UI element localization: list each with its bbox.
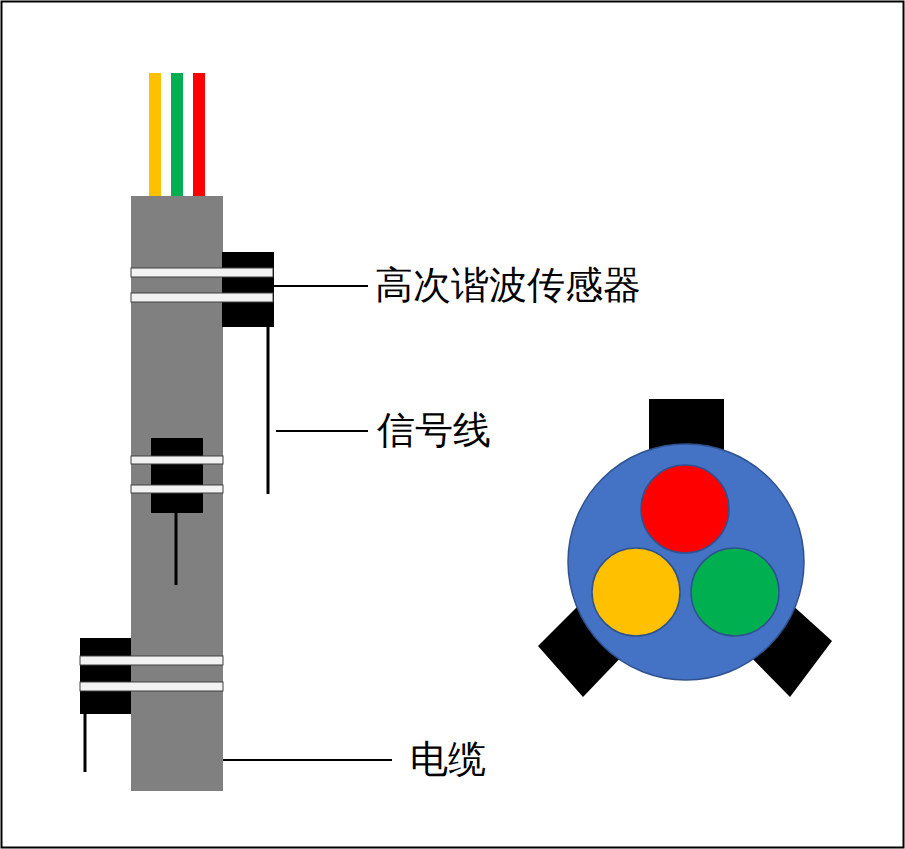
signal-wire xyxy=(84,714,87,772)
leader-line xyxy=(274,285,368,287)
strap xyxy=(131,268,273,277)
strap xyxy=(131,456,223,464)
signal-wire xyxy=(175,513,178,585)
strap xyxy=(131,293,273,302)
sensor-block xyxy=(222,252,274,327)
strap xyxy=(131,485,223,493)
strap xyxy=(80,656,223,665)
signal-wire xyxy=(267,327,270,494)
leader-line xyxy=(223,759,392,761)
core-yellow xyxy=(149,73,161,196)
strap xyxy=(80,682,223,691)
cable-body xyxy=(131,196,223,791)
cable-sheath xyxy=(568,444,804,680)
leader-line xyxy=(276,430,368,432)
core-yellow xyxy=(592,548,680,636)
part-label: 电缆 xyxy=(410,739,486,781)
core-green xyxy=(171,73,183,196)
core-red xyxy=(193,73,205,196)
core-red xyxy=(641,465,729,553)
sensor-block xyxy=(80,638,131,714)
part-label: 信号线 xyxy=(377,410,491,452)
sensor-block xyxy=(151,438,203,513)
core-green xyxy=(691,548,779,636)
part-label: 高次谐波传感器 xyxy=(375,265,641,307)
